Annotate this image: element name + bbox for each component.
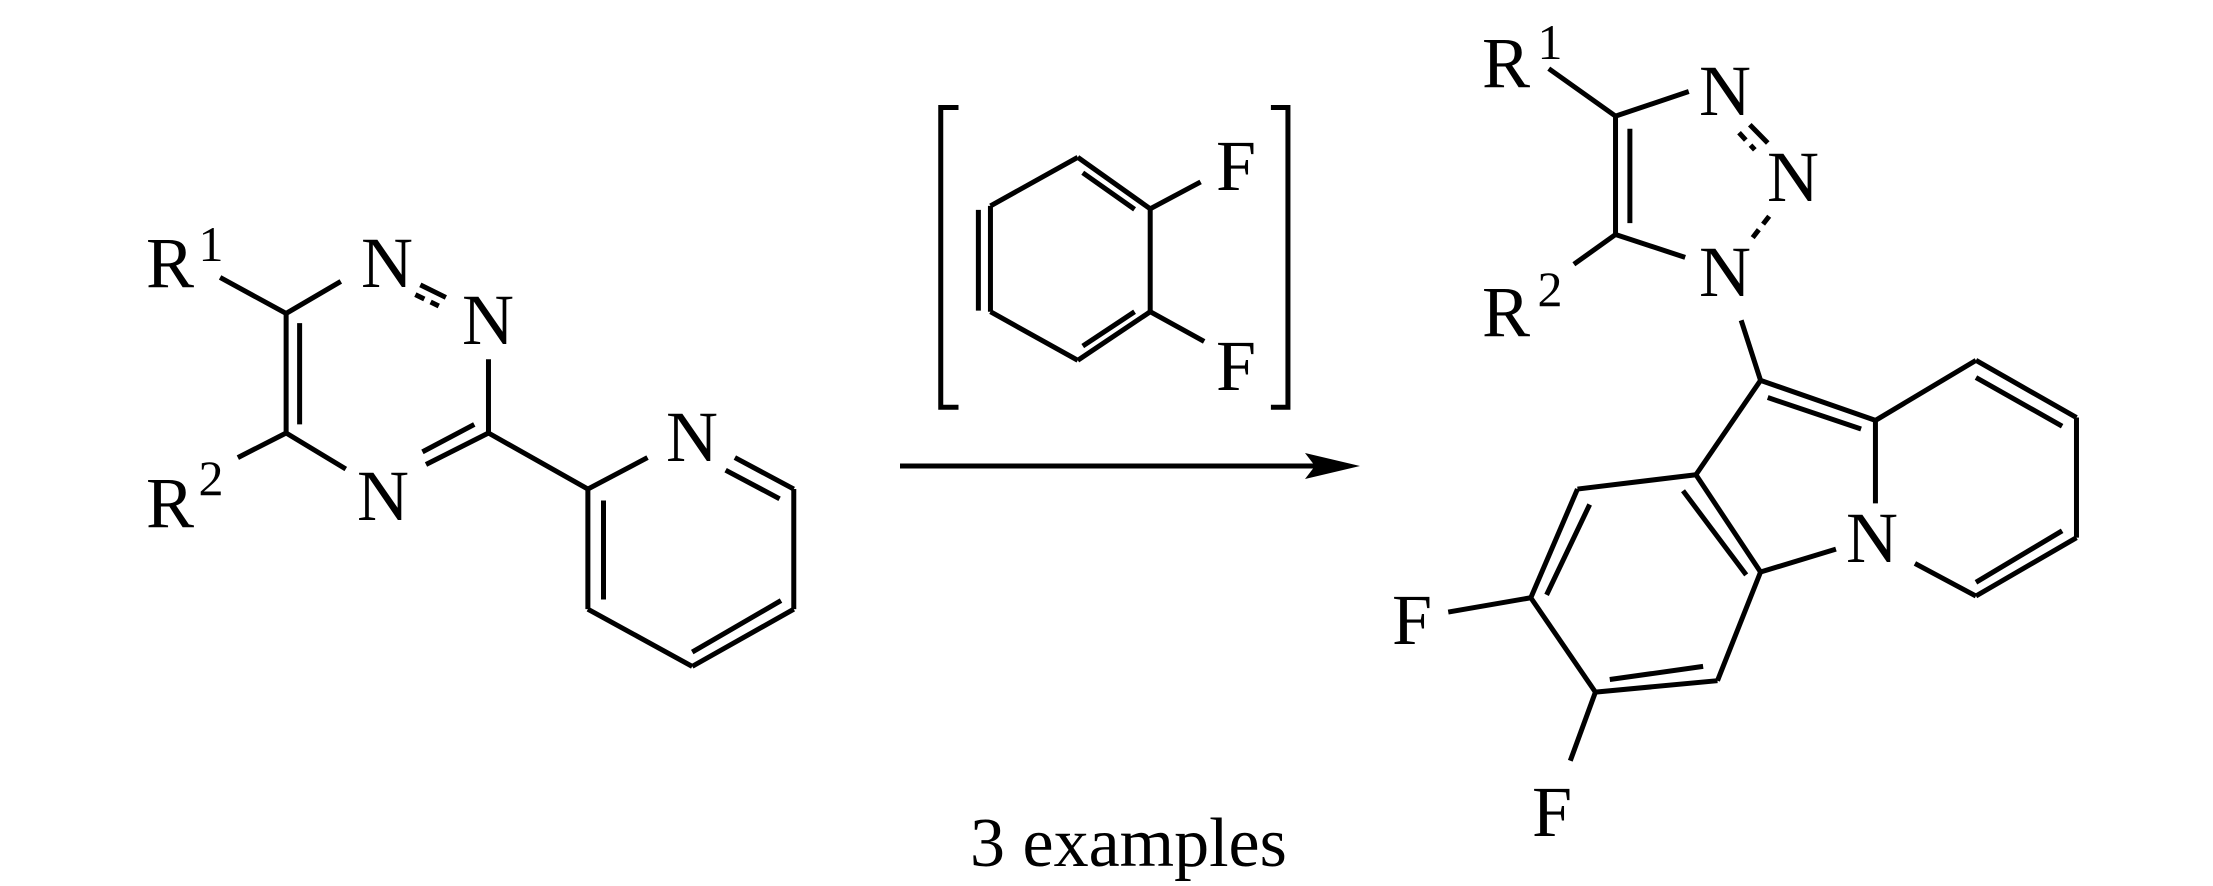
arrow-head [1305,453,1360,479]
reactant-bonds [220,108,1288,667]
bond [1083,312,1135,346]
triazine-n2-label: N [462,280,514,360]
bond [426,433,488,464]
reactant-r2-superscript: 2 [199,450,224,506]
bond [1976,378,2062,427]
triazine-n1-label: N [361,223,413,303]
bond [1683,491,1746,575]
bond [1761,549,1836,572]
bond [735,458,794,489]
bond [220,277,286,313]
bond [1696,380,1761,474]
bond [1616,235,1686,258]
bond [990,157,1077,206]
bond [1448,598,1531,612]
bond [420,285,446,298]
product-r1-label: R [1482,23,1530,103]
bond [286,281,341,313]
bond [1150,312,1204,342]
bond [1595,681,1717,692]
bond [588,458,648,489]
aryne-f-bottom-label: F [1216,326,1256,406]
right-bracket [1271,108,1288,408]
bond-dashed [1750,216,1769,241]
bond [1078,157,1150,208]
bond-dashed [415,295,438,306]
bond [1078,312,1150,361]
bond [990,312,1077,361]
bond [1547,505,1590,595]
bond [1768,398,1861,429]
bond [1616,92,1689,117]
product-r2-superscript: 2 [1538,261,1563,317]
bond [692,601,781,652]
bond [1717,572,1760,681]
product-bonds [1448,69,2076,761]
bond [726,470,780,499]
bond [1915,563,1976,596]
triazole-n2-label: N [1767,137,1819,217]
bond [1761,380,1876,420]
left-bracket [941,108,959,408]
bond [588,609,692,666]
bond [1976,531,2062,582]
bond [1976,360,2077,417]
examples-caption: 3 examples [970,805,1287,882]
triazole-n3-label: N [1699,51,1751,131]
triazole-n1-label: N [1699,232,1751,312]
bond [422,424,474,451]
bond [1150,182,1200,209]
bond [1976,538,2077,596]
pyridine-n-label: N [666,397,718,477]
bond [286,433,346,469]
product-f-upper-label: F [1392,580,1432,660]
bond [488,433,587,489]
bond [692,609,794,666]
reaction-arrow [900,453,1360,479]
reactant-r1-superscript: 1 [199,216,224,272]
bond [1875,360,1976,420]
bond [1531,598,1596,692]
aryne-f-top-label: F [1216,126,1256,206]
product-r2-label: R [1482,272,1530,352]
triazine-n4-label: N [357,456,409,536]
bond [1696,475,1761,572]
bond [1531,489,1578,598]
bond [1570,692,1595,761]
bond [1741,320,1760,380]
bond [1577,475,1695,489]
bond [1083,173,1135,210]
product-r1-superscript: 1 [1538,14,1563,70]
bond [1549,69,1616,116]
bond-dashed [1739,133,1755,150]
reactant-r1-label: R [146,223,194,303]
bond [1750,125,1768,143]
reactant-r2-label: R [146,463,194,543]
bond [1610,666,1703,679]
indolizine-n-label: N [1846,498,1898,578]
bond [1574,235,1616,265]
product-f-lower-label: F [1532,772,1572,852]
bond [238,433,286,458]
